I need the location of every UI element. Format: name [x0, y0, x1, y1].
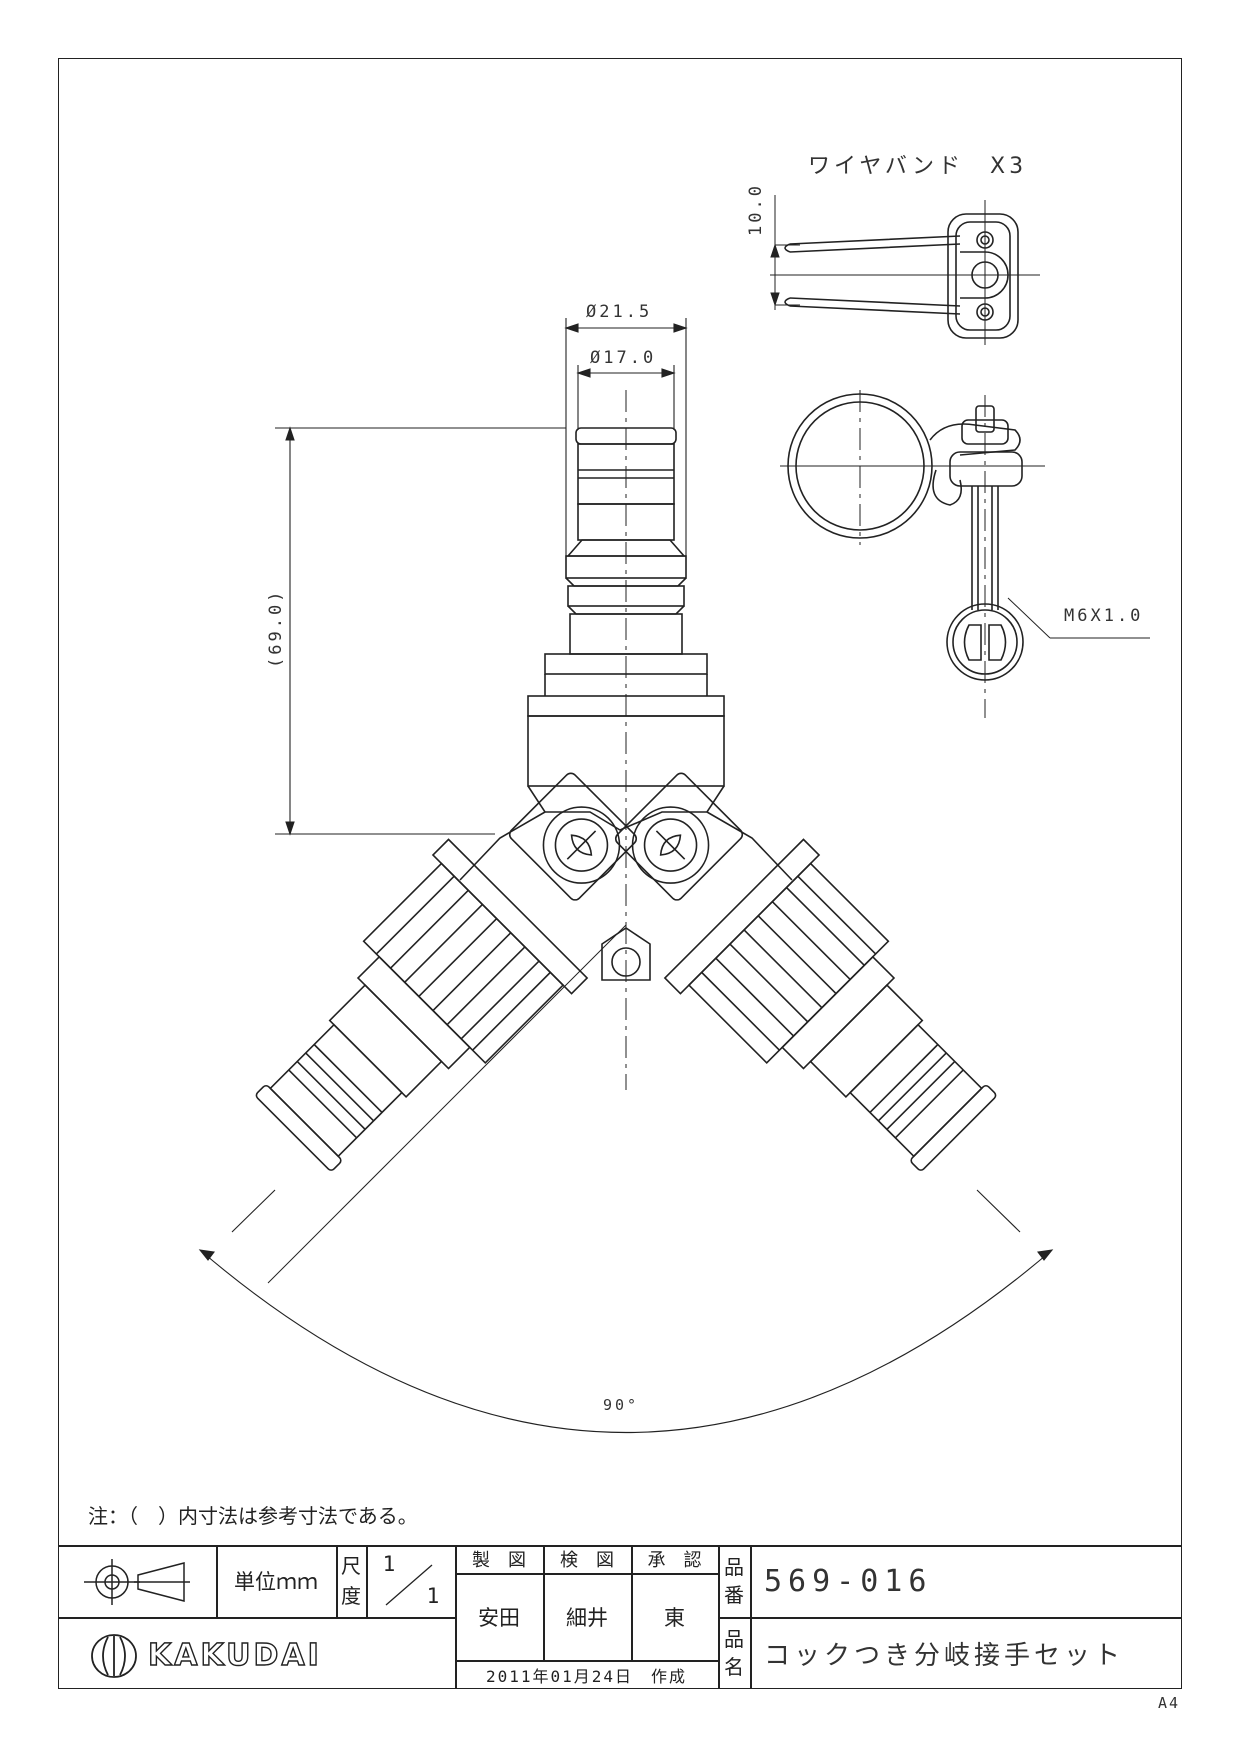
length-reference-dimension: (69.0)	[266, 588, 286, 668]
right-branch	[614, 772, 997, 1171]
part-name-label-top: 品	[724, 1627, 744, 1651]
angle-dimension	[198, 1189, 1054, 1433]
wire-band-height-dimension: 10.0	[746, 183, 766, 236]
checked-by-header: 検 図	[560, 1550, 614, 1571]
approved-by-name: 東	[664, 1605, 685, 1630]
part-number-label-top: 品	[724, 1555, 744, 1579]
length-dimension	[275, 426, 566, 836]
scale-numerator: 1	[382, 1552, 396, 1576]
inner-diameter-dimension: Ø17.0	[590, 348, 657, 368]
scale-label-top: 尺	[341, 1554, 361, 1578]
approved-by-header: 承 認	[647, 1550, 702, 1571]
title-block: 単位ｍｍ 尺 度 1 1 製 図 検 図 承 認 安田 細井 東 2011年01…	[58, 1545, 1182, 1689]
part-name: コックつき分岐接手セット	[764, 1640, 1125, 1671]
scale-denominator: 1	[426, 1584, 440, 1608]
left-branch	[255, 772, 638, 1171]
part-name-label-bottom: 名	[724, 1655, 744, 1679]
brand-logotype: KAKUDAI	[147, 1637, 322, 1673]
scale-fraction-slash	[385, 1564, 433, 1606]
unit-label: 単位ｍｍ	[234, 1570, 318, 1594]
third-angle-projection-icon	[84, 1559, 190, 1605]
wire-band-front-view	[780, 390, 1150, 718]
angle-dimension-label: 90°	[603, 1396, 640, 1414]
sheet-size: A4	[1157, 1694, 1180, 1712]
wire-band-label: ワイヤバンド X3	[808, 154, 1028, 179]
drawing-frame	[58, 58, 1182, 1689]
part-number: 569-016	[764, 1563, 933, 1599]
part-number-label-bottom: 番	[724, 1583, 744, 1607]
creation-date: 2011年01月24日 作成	[485, 1666, 688, 1686]
centerlines	[267, 390, 627, 1284]
outer-diameter-dimension: Ø21.5	[586, 302, 653, 322]
wire-band-side-view	[770, 195, 1040, 345]
screw-spec-label: M6X1.0	[1064, 606, 1144, 626]
drawn-by-name: 安田	[478, 1605, 520, 1630]
checked-by-name: 細井	[566, 1605, 608, 1630]
scale-label-bottom: 度	[341, 1584, 361, 1608]
drawn-by-header: 製 図	[472, 1550, 526, 1571]
kakudai-logo-icon	[91, 1634, 137, 1678]
diameter-dimensions	[564, 318, 688, 560]
reference-dimension-note: 注：（ ）内寸法は参考寸法である。	[88, 1504, 418, 1528]
